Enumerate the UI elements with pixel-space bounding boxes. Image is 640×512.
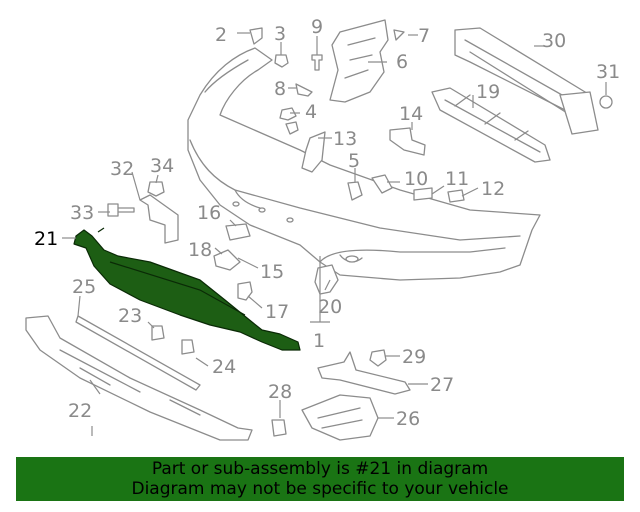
callout-numbers: 2 3 9 7 6 30 31 8 4 19 14 13 5 10 11 12 … bbox=[34, 16, 620, 430]
callout-9: 9 bbox=[311, 16, 323, 38]
callout-33: 33 bbox=[70, 202, 94, 224]
callout-17: 17 bbox=[265, 301, 289, 323]
callout-13: 13 bbox=[333, 128, 357, 150]
callout-1: 1 bbox=[313, 330, 325, 352]
notice-line-1: Part or sub-assembly is #21 in diagram bbox=[151, 459, 489, 479]
callout-19: 19 bbox=[476, 81, 500, 103]
callout-16: 16 bbox=[197, 202, 221, 224]
bumper-bracket-left bbox=[329, 19, 389, 103]
highlighted-part-21 bbox=[73, 227, 301, 351]
callout-32: 32 bbox=[110, 158, 134, 180]
callout-26: 26 bbox=[396, 408, 420, 430]
callout-6: 6 bbox=[396, 51, 408, 73]
callout-3: 3 bbox=[274, 23, 286, 45]
callout-25: 25 bbox=[72, 276, 96, 298]
callout-24: 24 bbox=[212, 356, 236, 378]
callout-12: 12 bbox=[481, 178, 505, 200]
callout-30: 30 bbox=[542, 30, 566, 52]
leader-lines bbox=[62, 32, 607, 436]
small-hardware bbox=[107, 27, 613, 437]
callout-21: 21 bbox=[34, 228, 58, 250]
callout-18: 18 bbox=[188, 239, 212, 261]
callout-8: 8 bbox=[274, 78, 286, 100]
callout-31: 31 bbox=[596, 61, 620, 83]
exhaust-diffuser bbox=[301, 394, 379, 441]
callout-34: 34 bbox=[150, 155, 174, 177]
lower-valance bbox=[25, 315, 253, 441]
callout-22: 22 bbox=[68, 400, 92, 422]
trim-strip bbox=[75, 315, 201, 391]
bumper-cover bbox=[187, 47, 541, 281]
callout-27: 27 bbox=[430, 374, 454, 396]
side-bracket bbox=[317, 351, 411, 395]
callout-7: 7 bbox=[418, 25, 430, 47]
callout-28: 28 bbox=[268, 381, 292, 403]
callout-14: 14 bbox=[399, 103, 423, 125]
notice-line-2: Diagram may not be specific to your vehi… bbox=[131, 479, 509, 499]
callout-15: 15 bbox=[260, 261, 284, 283]
callout-23: 23 bbox=[118, 305, 142, 327]
callout-10: 10 bbox=[404, 168, 428, 190]
callout-2: 2 bbox=[215, 24, 227, 46]
energy-absorber bbox=[431, 87, 551, 163]
notice-banner: Part or sub-assembly is #21 in diagram D… bbox=[16, 457, 624, 501]
parts-diagram: 2 3 9 7 6 30 31 8 4 19 14 13 5 10 11 12 … bbox=[25, 16, 620, 441]
callout-29: 29 bbox=[402, 346, 426, 368]
callout-11: 11 bbox=[445, 168, 469, 190]
callout-5: 5 bbox=[348, 150, 360, 172]
reinforcement-bar bbox=[454, 27, 599, 135]
callout-4: 4 bbox=[305, 101, 317, 123]
callout-20: 20 bbox=[318, 296, 342, 318]
